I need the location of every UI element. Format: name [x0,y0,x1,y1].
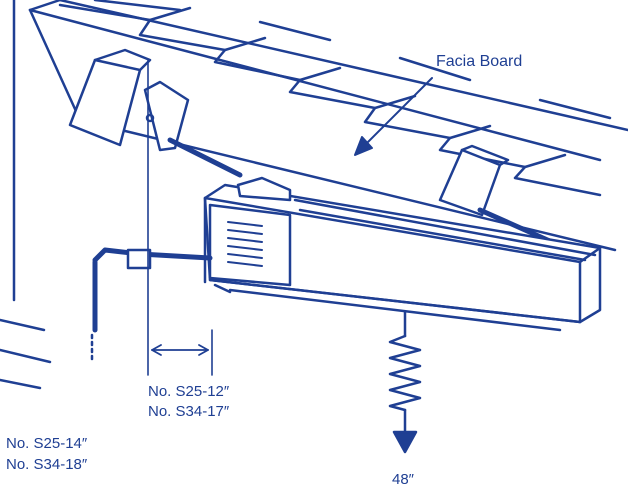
gas-pipe [90,247,213,362]
clearance-label-s25-12: No. S25-12″ [148,383,230,400]
facia-board-label: Facia Board [436,53,523,70]
left-bracket [143,80,243,178]
clearance-label-s34-18: No. S34-18″ [6,456,88,473]
heater-unit [203,183,602,332]
dimension-arrow-icon [151,344,209,356]
roof-shingles [58,0,612,197]
clearance-label-s34-17: No. S34-17″ [148,403,230,420]
clearance-label-s25-14: No. S25-14″ [6,435,88,452]
heater-end-cap [208,176,292,287]
spring-icon [388,310,422,434]
facia-board [68,48,152,147]
down-arrow-icon [392,430,418,454]
arrow-icon [354,77,433,156]
height-label-48: 48″ [392,471,414,488]
wall [0,0,52,390]
